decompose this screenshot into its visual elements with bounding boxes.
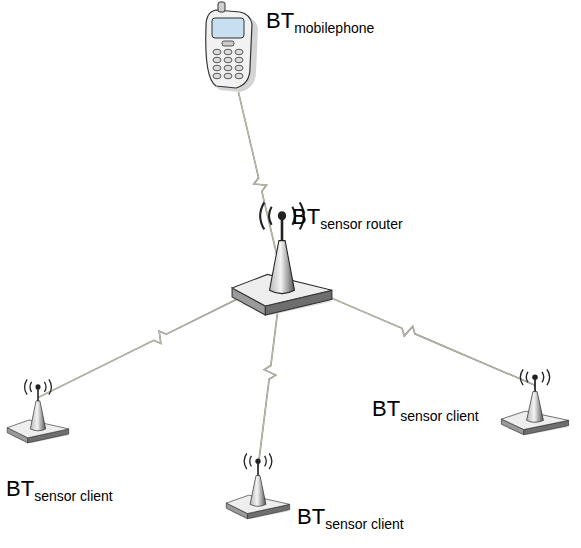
device-label: BTsensor client (6, 478, 113, 500)
sensor-node: BTsensor client (225, 452, 291, 524)
mobile-phone: BTmobilephone (200, 2, 262, 94)
device-subscript: mobilephone (294, 20, 374, 36)
wireless-link (238, 92, 282, 277)
device-label: BTsensor client (372, 398, 479, 420)
device-subscript: sensor client (325, 516, 404, 532)
antenna-icon (500, 368, 570, 440)
protocol-label: BT (266, 8, 294, 33)
device-label: BTsensor router (292, 206, 403, 228)
antenna-icon (225, 452, 291, 524)
protocol-label: BT (297, 504, 325, 529)
protocol-label: BT (6, 476, 34, 501)
sensor-node: BTsensor router (230, 200, 334, 324)
device-label: BTsensor client (297, 506, 404, 528)
device-label: BTmobilephone (266, 10, 374, 32)
sensor-node: BTsensor client (6, 378, 70, 448)
antenna-icon (6, 378, 70, 448)
protocol-label: BT (292, 204, 320, 229)
device-subscript: sensor router (320, 216, 402, 232)
device-subscript: sensor client (400, 408, 479, 424)
sensor-node: BTsensor client (500, 368, 570, 440)
device-subscript: sensor client (34, 488, 113, 504)
protocol-label: BT (372, 396, 400, 421)
phone-icon (200, 2, 262, 94)
